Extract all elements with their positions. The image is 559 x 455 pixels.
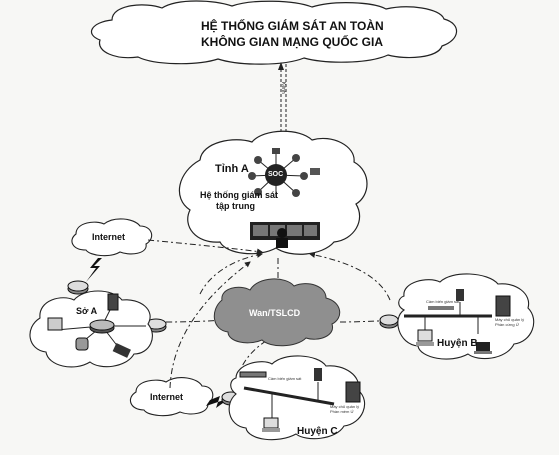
- router-b-icon: [379, 314, 399, 329]
- province-name: Tỉnh A: [215, 163, 249, 175]
- huyen-b-label: Huyện B: [437, 338, 478, 349]
- province-system-line2: tập trung: [216, 201, 255, 211]
- huyen-c-devices: [239, 368, 361, 432]
- lightning-top-icon: [86, 258, 102, 282]
- internet-bottom-label: Internet: [150, 392, 184, 402]
- router-top-icon: [67, 280, 89, 295]
- monitoring-center-icon: [250, 222, 320, 248]
- link-label: Kênh: [280, 82, 286, 94]
- router-soa-icon: [145, 318, 167, 333]
- internet-top-cloud: [71, 218, 153, 257]
- huyen-b-devices: [404, 289, 511, 354]
- huyen-b-sensor-label: Cảm biến giám sát: [426, 299, 460, 304]
- soc-hub: [248, 148, 320, 198]
- province-cloud: [178, 130, 368, 255]
- wan-label: Wan/TSLCD: [249, 308, 301, 318]
- huyen-c-sensor-label: Cảm biến giám sát: [268, 376, 302, 381]
- lightning-bottom-icon: [206, 396, 230, 408]
- so-a-devices: [47, 293, 146, 358]
- national-cloud: [90, 0, 458, 65]
- province-system-line1: Hệ thống giám sát: [200, 190, 279, 200]
- so-a-label: Sở A: [76, 306, 98, 316]
- national-title-line2: KHÔNG GIAN MẠNG QUỐC GIA: [201, 35, 383, 49]
- national-title-line1: HỆ THỐNG GIÁM SÁT AN TOÀN: [201, 19, 384, 33]
- huyen-c-server-label: Máy chủ quản lý Phần mềm Ứ: [330, 404, 360, 414]
- huyen-c-label: Huyện C: [297, 426, 338, 437]
- wan-cloud: [213, 278, 341, 347]
- huyen-b-server-label: Máy chủ quản lý Phần cứng Ứ: [495, 317, 525, 327]
- soc-label: SOC: [268, 171, 284, 178]
- internet-top-label: Internet: [92, 232, 126, 242]
